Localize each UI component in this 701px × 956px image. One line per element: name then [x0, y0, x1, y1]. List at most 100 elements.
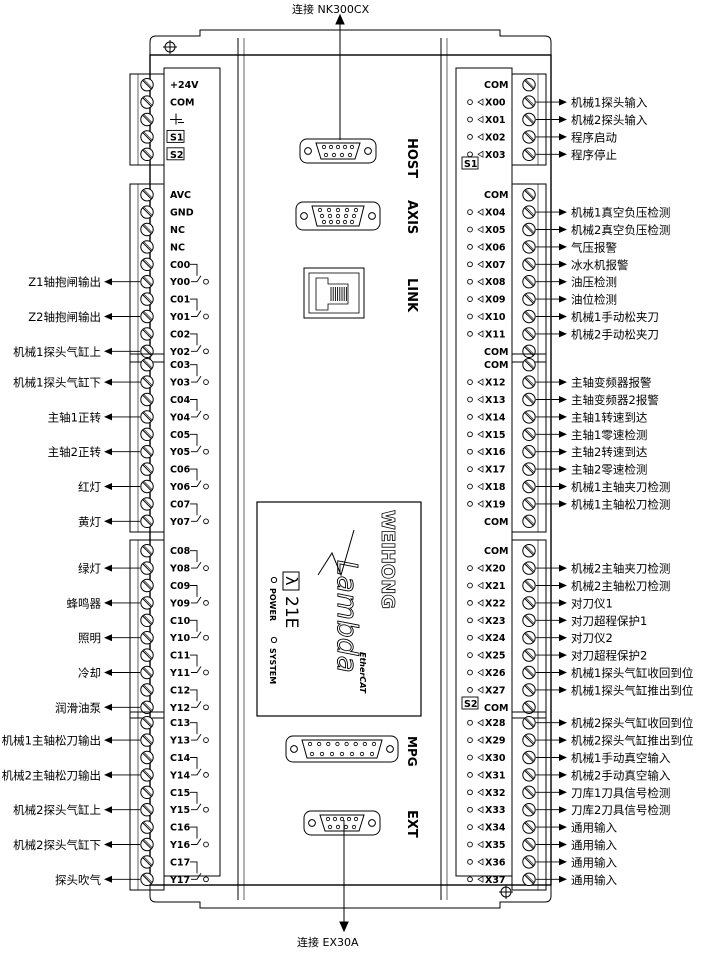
- input-wire: [536, 116, 567, 123]
- input-wire: [536, 634, 567, 642]
- ethercat-logo: EtherCAT: [358, 652, 367, 694]
- pin-label: Y08: [169, 564, 190, 575]
- terminal-screw: [522, 222, 536, 237]
- output-wire: [104, 278, 140, 286]
- input-wire: [536, 313, 567, 320]
- relay-contact: [190, 654, 209, 676]
- terminal-screw: [140, 95, 154, 109]
- terminal-screw: [140, 205, 154, 219]
- relay-contact: [190, 263, 209, 285]
- output-wire: [104, 771, 140, 779]
- pin-label: X11: [485, 329, 506, 340]
- input-function-label: 对刀超程保护1: [571, 614, 647, 628]
- input-led: [467, 754, 473, 761]
- input-wire: [536, 771, 567, 779]
- output-wire: [104, 517, 140, 525]
- ext-db9-connector: [303, 810, 381, 836]
- input-function-label: 通用输入: [571, 855, 617, 869]
- terminal-screw: [140, 820, 154, 834]
- input-wire: [536, 133, 567, 141]
- input-wire: [536, 430, 567, 438]
- mounting-ear-top: [149, 29, 552, 60]
- terminal-screw: [140, 648, 154, 662]
- output-wire: [104, 347, 140, 355]
- pin-label: X10: [485, 312, 506, 323]
- terminal-screw: [140, 613, 154, 627]
- input-function-label: 程序停止: [571, 148, 617, 162]
- terminal-screw: [522, 358, 536, 372]
- input-wire: [536, 278, 567, 286]
- output-function-label: Z1轴抱闸输出: [28, 275, 101, 289]
- bottom-arrow: [339, 820, 349, 933]
- terminal-screw: [140, 497, 154, 511]
- terminal-screw: [140, 392, 154, 407]
- terminal-screw: [140, 561, 154, 575]
- terminal-screw: [140, 344, 154, 358]
- pin-label: X08: [485, 277, 506, 288]
- pin-label: C14: [170, 753, 191, 764]
- port-label-axis: AXIS: [404, 200, 419, 234]
- input-wire: [536, 448, 567, 456]
- pin-label: C02: [170, 329, 190, 340]
- input-function-label: 机械2主轴松刀检测: [571, 579, 670, 593]
- pin-label: NC: [170, 242, 185, 253]
- pin-label: C01: [170, 295, 190, 306]
- pin-label: X28: [485, 718, 506, 729]
- terminal-screw: [140, 327, 154, 341]
- pin-label: Y09: [169, 598, 190, 609]
- pin-label: COM: [170, 98, 195, 109]
- output-function-label: 探头吹气: [55, 873, 101, 887]
- input-function-label: 刀库2刀具信号检测: [571, 803, 670, 817]
- pin-label: C07: [170, 499, 190, 510]
- bottom-connection-label: 连接 EX30A: [297, 936, 359, 949]
- port-label-ext: EXT: [404, 810, 419, 838]
- input-wire: [536, 243, 567, 251]
- terminal-screw: [522, 716, 536, 730]
- input-wire: [536, 226, 567, 233]
- terminal-screw: [522, 112, 536, 127]
- input-led: [467, 582, 473, 589]
- input-function-label: 主轴变频器报警: [571, 376, 652, 390]
- input-led: [467, 483, 473, 490]
- pin-label: C10: [170, 616, 191, 627]
- pin-label: X26: [485, 668, 506, 679]
- input-function-label: 程序启动: [571, 130, 617, 144]
- terminal-screw: [140, 700, 154, 714]
- input-led: [467, 806, 473, 813]
- input-led: [467, 841, 473, 848]
- input-function-label: 油压检测: [571, 275, 617, 289]
- input-wire: [536, 686, 567, 694]
- input-wire: [536, 396, 567, 403]
- terminal-screw: [522, 130, 536, 144]
- pin-label: Y10: [169, 633, 190, 644]
- input-function-label: 主轴2零速检测: [571, 463, 647, 477]
- pin-label: Y02: [169, 347, 190, 358]
- input-led: [467, 278, 473, 285]
- relay-contact: [190, 433, 209, 455]
- input-wire: [536, 98, 567, 106]
- pin-label: Y14: [169, 770, 190, 781]
- input-function-label: 机械2探头气缸收回到位: [571, 716, 693, 730]
- pin-label: X18: [485, 482, 506, 493]
- output-function-label: 机械2主轴松刀输出: [2, 768, 101, 782]
- terminal-screw: [140, 716, 154, 730]
- output-function-label: 主轴1正转: [48, 410, 102, 424]
- pin-label: X07: [485, 260, 506, 271]
- switch-label: S1: [464, 159, 477, 170]
- relay-contact: [190, 298, 209, 320]
- terminal-screw: [140, 596, 154, 610]
- pin-label: Y11: [169, 668, 190, 679]
- output-wire: [104, 483, 140, 490]
- output-wire: [104, 378, 140, 386]
- terminal-screw: [522, 855, 536, 869]
- output-function-label: 机械2探头气缸上: [13, 803, 101, 817]
- output-function-label: 主轴2正转: [48, 445, 102, 459]
- input-led: [467, 261, 473, 268]
- terminal-screw: [522, 427, 536, 441]
- terminal-screw: [522, 665, 536, 680]
- input-led: [467, 244, 473, 250]
- input-led: [467, 669, 473, 676]
- pin-label: X20: [485, 564, 506, 575]
- pin-label: C11: [170, 651, 190, 662]
- input-led: [467, 116, 473, 123]
